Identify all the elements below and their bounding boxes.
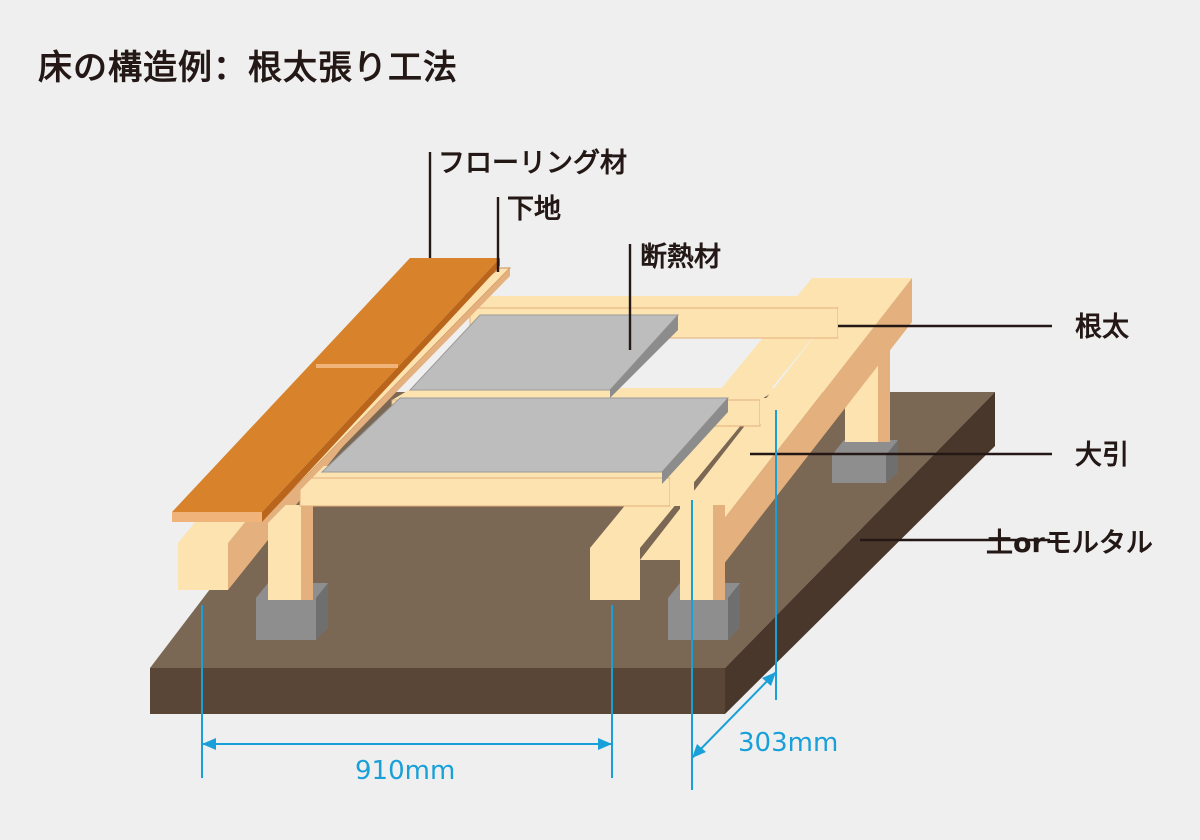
- label-subfloor: 下地: [507, 194, 561, 225]
- label-insulation: 断熱材: [640, 242, 721, 273]
- label-beam: 大引: [1075, 440, 1129, 471]
- ground-front: [150, 668, 725, 714]
- leader-lines: [428, 152, 1052, 542]
- flooring-boards: [172, 258, 500, 522]
- label-joist: 根太: [1075, 312, 1129, 343]
- dimension-beam-spacing: 910mm: [355, 756, 456, 786]
- label-ground: 土orモルタル: [986, 528, 1153, 559]
- insulation-panels: [320, 314, 730, 484]
- ground-right-side: [725, 392, 995, 714]
- page-title: 床の構造例：根太張り工法: [38, 48, 458, 88]
- front-post-left: [256, 505, 328, 640]
- front-post-right: [668, 505, 740, 640]
- label-flooring: フローリング材: [438, 148, 627, 179]
- dimension-joist-spacing: 303mm: [738, 728, 839, 758]
- dimension-lines: [201, 410, 777, 790]
